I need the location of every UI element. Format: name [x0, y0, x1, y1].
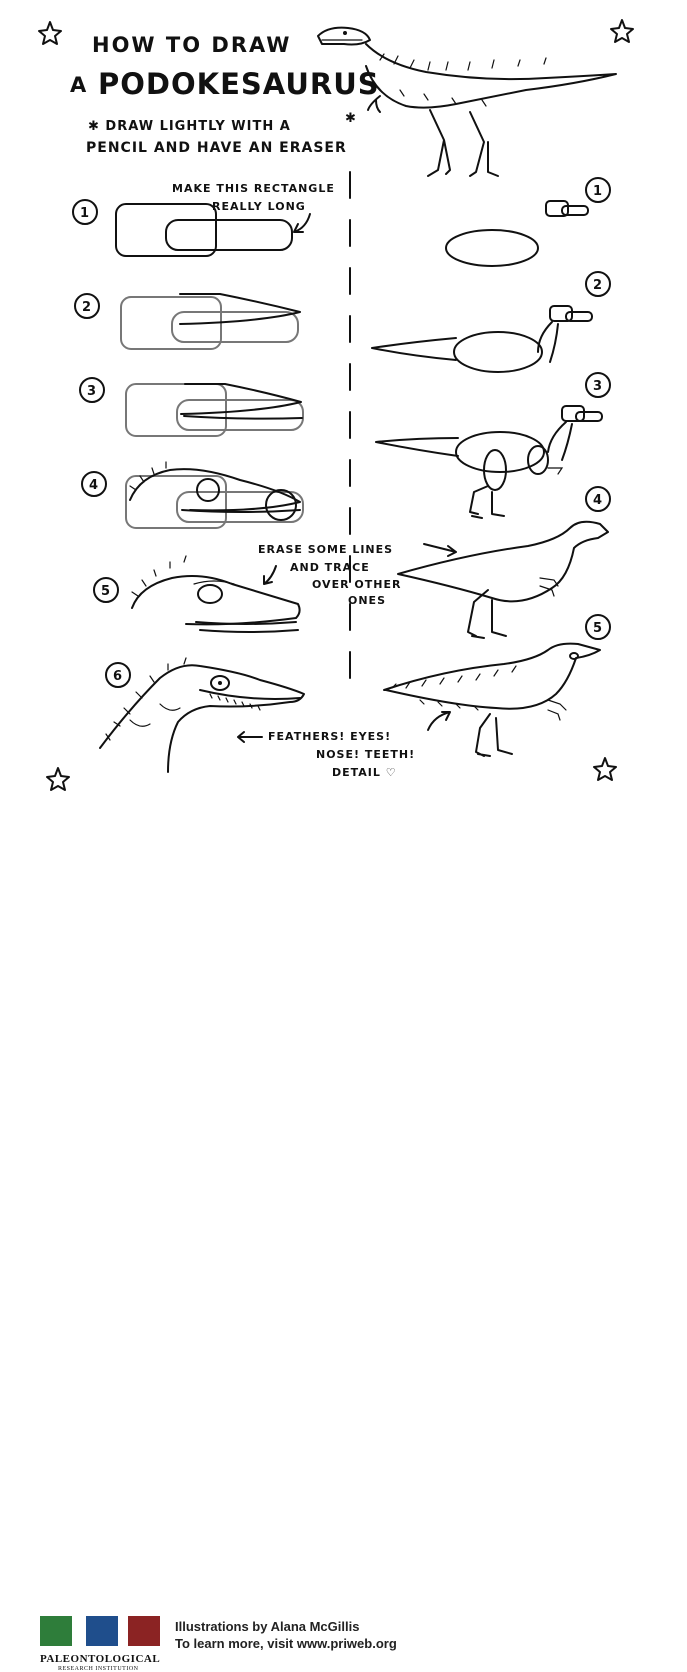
head-step-6-drawing [99, 657, 305, 773]
footer: PALEONTOLOGICAL RESEARCH INSTITUTION Ill… [0, 800, 687, 1672]
body-step-1-drawing [445, 200, 589, 267]
title-line-1: HOW TO DRAW [92, 33, 291, 57]
svg-text:1: 1 [593, 184, 603, 199]
body-step-4-drawing [397, 520, 609, 639]
head-step-4: 4 [81, 471, 107, 497]
body-step-1: 1 [585, 177, 611, 203]
head-step-5: 5 [93, 577, 119, 603]
logo-leaf-icon [40, 1616, 72, 1646]
organization-name: PALEONTOLOGICAL [40, 1653, 161, 1665]
star-icon [593, 757, 617, 781]
svg-text:5: 5 [101, 584, 111, 599]
body-step-5: 5 [585, 614, 611, 640]
logo-ammonite-icon [86, 1616, 118, 1646]
note-erase-line-2: AND TRACE [290, 561, 370, 574]
note-erase-line-1: ERASE SOME LINES [258, 543, 393, 556]
arrow-icon [237, 731, 263, 743]
svg-text:2: 2 [593, 278, 603, 293]
instruction-star: ✱ [345, 111, 357, 126]
body-step-3: 3 [585, 372, 611, 398]
organization-subtitle: RESEARCH INSTITUTION [58, 1666, 139, 1672]
note-erase-line-4: ONES [348, 594, 386, 607]
head-step-1-drawing [115, 203, 293, 257]
arrow-icon [293, 213, 311, 233]
finished-dinosaur-illustration [317, 26, 617, 177]
arrow-icon [423, 543, 457, 557]
body-step-4: 4 [585, 486, 611, 512]
note-detail-line-3: DETAIL ♡ [332, 766, 397, 779]
svg-text:3: 3 [593, 379, 603, 394]
drawing-sheet: HOW TO DRAW A PODOKESAURUS ✱ DRAW LIGHTL… [38, 19, 634, 791]
logo-dinosaur-icon [128, 1616, 160, 1646]
note-detail-line-2: NOSE! TEETH! [316, 748, 415, 761]
head-step-5-drawing [131, 555, 301, 633]
svg-text:4: 4 [593, 493, 603, 508]
head-step-3-drawing [125, 383, 304, 437]
note-rectangle-line-2: REALLY LONG [212, 200, 306, 213]
body-step-2: 2 [585, 271, 611, 297]
svg-text:6: 6 [113, 669, 123, 684]
svg-text:2: 2 [82, 300, 92, 315]
svg-text:3: 3 [87, 384, 97, 399]
head-step-2-drawing [120, 293, 301, 350]
head-step-6: 6 [105, 662, 131, 688]
head-step-4-drawing [125, 461, 304, 529]
arrow-icon [427, 711, 451, 731]
star-icon [38, 21, 62, 45]
note-erase-line-3: OVER OTHER [312, 578, 401, 591]
instruction-line-2: PENCIL AND HAVE AN ERASER [86, 140, 347, 156]
arrow-icon [263, 565, 277, 585]
head-step-2: 2 [74, 293, 100, 319]
star-icon [610, 19, 634, 43]
body-step-3-drawing [375, 405, 603, 519]
head-step-1: 1 [72, 199, 98, 225]
body-step-2-drawing [371, 305, 593, 373]
svg-text:4: 4 [89, 478, 99, 493]
svg-text:5: 5 [593, 621, 603, 636]
body-step-5-drawing [383, 642, 601, 757]
credits: Illustrations by Alana McGillis To learn… [175, 1618, 397, 1652]
illustrator-credit: Illustrations by Alana McGillis [175, 1619, 360, 1634]
svg-text:1: 1 [80, 206, 90, 221]
title-prefix: A [70, 73, 88, 97]
star-icon [46, 767, 70, 791]
learn-more-link[interactable]: To learn more, visit www.priweb.org [175, 1636, 397, 1651]
head-step-3: 3 [79, 377, 105, 403]
instruction-line-1: ✱ DRAW LIGHTLY WITH A [88, 119, 291, 134]
title-dinosaur-name: PODOKESAURUS [98, 67, 380, 101]
note-rectangle-line-1: MAKE THIS RECTANGLE [172, 182, 335, 195]
note-detail-line-1: FEATHERS! EYES! [268, 730, 391, 743]
